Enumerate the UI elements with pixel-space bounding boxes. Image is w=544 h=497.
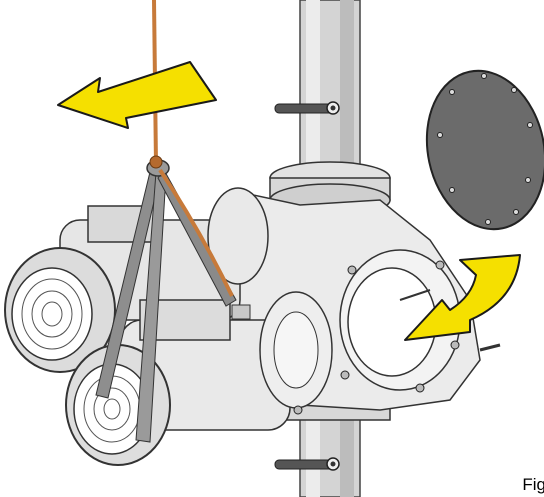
figure-label: Fig [522,475,544,494]
lifting-sling [95,159,237,443]
arrow-curved-down-icon [404,254,521,341]
pipe-bracket-lower [274,457,340,471]
rear-motor [4,187,269,373]
blind-flange-cover [425,69,544,231]
pipe-bracket-upper [274,101,340,115]
arrow-left-icon [57,61,217,129]
